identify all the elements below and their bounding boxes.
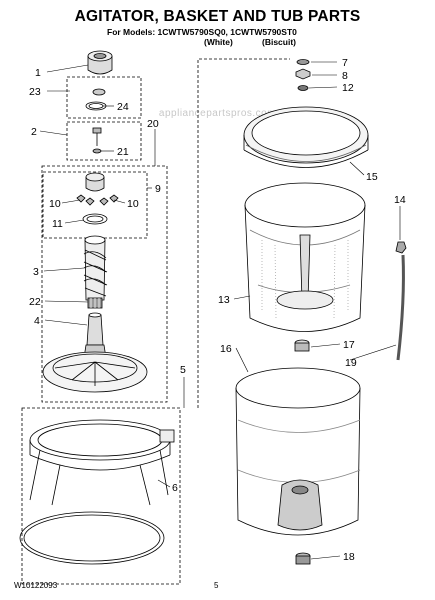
callout-24: 24: [117, 101, 129, 113]
callout-21: 21: [117, 146, 129, 158]
drain-hose: [395, 241, 407, 361]
agitator-bolt: [92, 127, 102, 154]
callout-8: 8: [342, 70, 348, 82]
callout-22: 22: [29, 296, 41, 308]
tub-ring: [29, 419, 175, 506]
callout-10-left: 10: [49, 198, 61, 210]
seal-ring: [85, 88, 107, 111]
callout-4: 4: [34, 315, 40, 327]
callout-7: 7: [342, 57, 348, 69]
group-box-20: [41, 165, 168, 403]
callout-9: 9: [155, 183, 161, 195]
basket-nut-stack: [295, 59, 311, 91]
callout-12: 12: [342, 82, 354, 94]
callout-15: 15: [366, 171, 378, 183]
models-line: For Models: 1CWTW5790SQ0, 1CWTW5790ST0: [107, 27, 297, 37]
callout-1: 1: [35, 67, 41, 79]
callout-6: 6: [172, 482, 178, 494]
tub-seal-gasket: [19, 511, 165, 565]
agitator-cap: [87, 50, 113, 75]
callout-10-right: 10: [127, 198, 139, 210]
group-box-2: [66, 121, 142, 161]
group-box-5: [21, 407, 181, 585]
leader-lines: [39, 61, 401, 560]
callout-19: 19: [345, 357, 357, 369]
watermark: appliancepartspros.com: [158, 108, 277, 119]
callout-18: 18: [343, 551, 355, 563]
callout-14: 14: [394, 194, 406, 206]
callout-20: 20: [147, 118, 159, 130]
callout-11: 11: [52, 218, 63, 230]
balance-ring: [243, 106, 369, 168]
agitator-dogs-assembly: [76, 172, 119, 225]
callout-16: 16: [220, 343, 232, 355]
callout-3: 3: [33, 266, 39, 278]
group-box-23: [66, 76, 142, 119]
callout-5: 5: [180, 364, 186, 376]
callout-23: 23: [29, 86, 41, 98]
agitator-auger: [83, 235, 108, 301]
color-label-white: (White): [204, 37, 233, 47]
spin-basket: [244, 182, 366, 332]
callout-13: 13: [218, 294, 230, 306]
doc-number: W10122093: [14, 581, 58, 590]
drive-bell: [87, 297, 103, 309]
connector-line: [197, 58, 290, 408]
page-title: AGITATOR, BASKET AND TUB PARTS: [74, 8, 361, 25]
tub-bearing: [294, 339, 310, 352]
page-number: 5: [214, 581, 219, 590]
outer-tub: [235, 367, 361, 536]
color-label-biscuit: (Biscuit): [262, 37, 296, 47]
callout-17: 17: [343, 339, 355, 351]
callout-2: 2: [31, 126, 37, 138]
agitator-base: [42, 312, 148, 393]
tub-drain-fitting: [295, 552, 311, 565]
